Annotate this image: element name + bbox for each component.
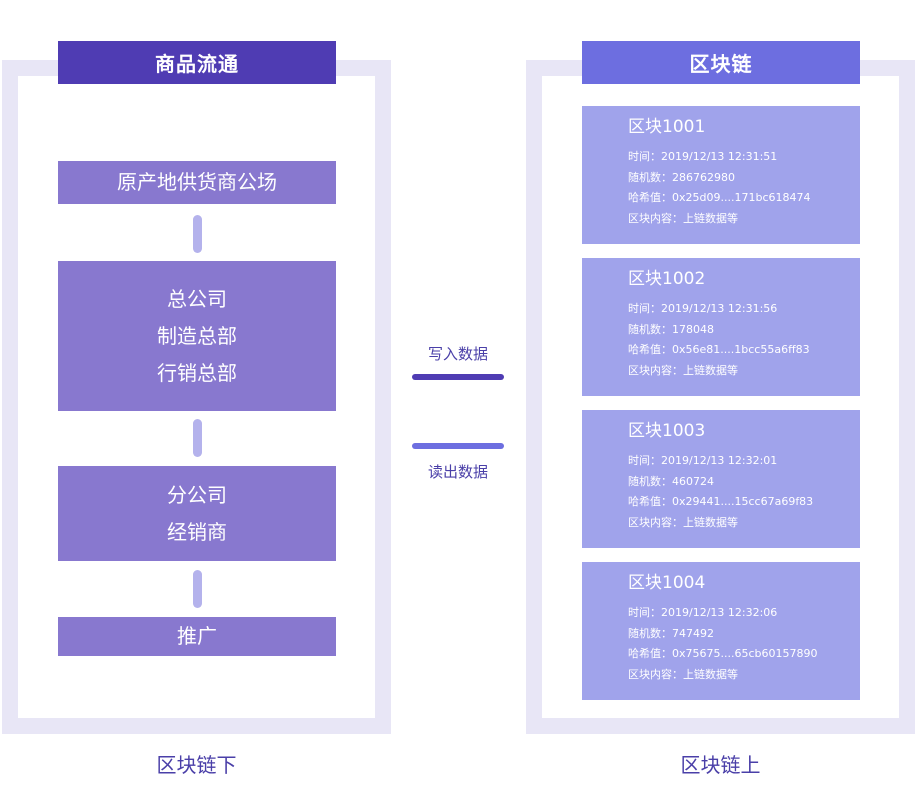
block-title: 区块1001: [628, 117, 706, 137]
block-title: 区块1003: [628, 421, 706, 441]
flow-box-line: 分公司: [167, 482, 227, 507]
onchain-footer-label: 区块链上: [680, 753, 761, 777]
block-time: 时间：2019/12/13 12:31:56: [628, 302, 778, 315]
flow-box-line: 原产地供货商公场: [117, 170, 277, 194]
offchain-footer-label: 区块链下: [156, 753, 237, 777]
flow-connector: [193, 419, 202, 457]
flow-box-line: 总公司: [167, 286, 227, 311]
flow-box-promotion: 推广: [58, 617, 336, 656]
block-content: 区块内容：上链数据等: [628, 363, 738, 377]
block-card-1004: 区块1004 时间：2019/12/13 12:32:06 随机数：747492…: [582, 562, 860, 700]
flow-box-line: 推广: [177, 624, 217, 648]
onchain-panel-header: 区块链: [582, 41, 860, 84]
block-title: 区块1002: [628, 269, 706, 289]
flow-box-line: 制造总部: [157, 323, 237, 348]
block-content: 区块内容：上链数据等: [628, 515, 738, 529]
flow-connector: [193, 215, 202, 253]
block-hash: 哈希值：0x25d09....171bc618474: [628, 191, 811, 204]
block-content: 区块内容：上链数据等: [628, 211, 738, 225]
block-content: 区块内容：上链数据等: [628, 667, 738, 681]
block-random: 随机数：460724: [628, 474, 714, 488]
block-random: 随机数：178048: [628, 322, 714, 336]
block-time: 时间：2019/12/13 12:31:51: [628, 150, 778, 163]
flow-box-line: 经销商: [167, 519, 227, 544]
block-random: 随机数：286762980: [628, 170, 735, 184]
block-time: 时间：2019/12/13 12:32:01: [628, 454, 778, 467]
flow-box-branch: 分公司 经销商: [58, 466, 336, 561]
block-hash: 哈希值：0x29441....15cc67a69f83: [628, 495, 814, 508]
flow-box-origin-supplier: 原产地供货商公场: [58, 161, 336, 204]
block-hash: 哈希值：0x75675....65cb60157890: [628, 647, 818, 660]
block-card-1003: 区块1003 时间：2019/12/13 12:32:01 随机数：460724…: [582, 410, 860, 548]
flow-connector: [193, 570, 202, 608]
block-title: 区块1004: [628, 573, 706, 593]
flow-box-headquarters: 总公司 制造总部 行销总部: [58, 261, 336, 411]
block-random: 随机数：747492: [628, 626, 714, 640]
block-card-1002: 区块1002 时间：2019/12/13 12:31:56 随机数：178048…: [582, 258, 860, 396]
read-data-bar: [412, 443, 504, 449]
write-data-bar: [412, 374, 504, 380]
flow-box-line: 行销总部: [157, 360, 237, 385]
block-hash: 哈希值：0x56e81....1bcc55a6ff83: [628, 343, 810, 356]
block-time: 时间：2019/12/13 12:32:06: [628, 606, 778, 619]
read-data-label: 读出数据: [427, 463, 488, 481]
write-data-label: 写入数据: [427, 345, 488, 363]
offchain-panel-header: 商品流通: [58, 41, 336, 84]
block-card-1001: 区块1001 时间：2019/12/13 12:31:51 随机数：286762…: [582, 106, 860, 244]
